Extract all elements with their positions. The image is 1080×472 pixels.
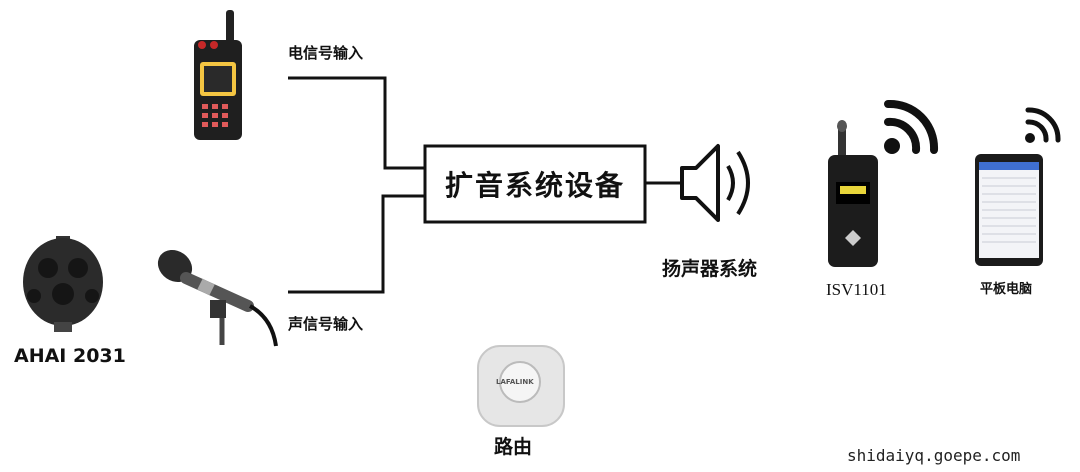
head-device-label: AHAI 2031: [14, 345, 126, 367]
router-label: 路由: [494, 436, 533, 458]
amplifier-label: 扩音系统设备: [444, 169, 625, 202]
electric-input-label: 电信号输入: [288, 44, 364, 62]
handheld-tester-icon: [194, 10, 242, 140]
tablet-label: 平板电脑: [980, 282, 1033, 297]
microphone-icon: [157, 249, 278, 347]
speaker-label: 扬声器系统: [662, 258, 758, 280]
acoustic-head-device-icon: [23, 236, 103, 332]
amplifier-box: [423, 144, 647, 224]
signal-wires: [288, 76, 680, 294]
meter-label: ISV1101: [826, 280, 887, 299]
wire-acoustic-input: [288, 194, 425, 294]
tablet-icon: [975, 154, 1043, 266]
wifi-icon-meter: [884, 99, 939, 154]
watermark: shidaiyq.goepe.com: [847, 446, 1021, 465]
wifi-icon-tablet: [1025, 107, 1061, 143]
acoustic-input-label: 声信号输入: [288, 315, 364, 333]
router-brand-text: LAFALINK: [496, 378, 534, 386]
router-icon: [477, 345, 565, 427]
wire-electric-input: [288, 76, 425, 170]
sound-level-meter-icon: [828, 120, 878, 267]
speaker-icon: [680, 144, 750, 222]
